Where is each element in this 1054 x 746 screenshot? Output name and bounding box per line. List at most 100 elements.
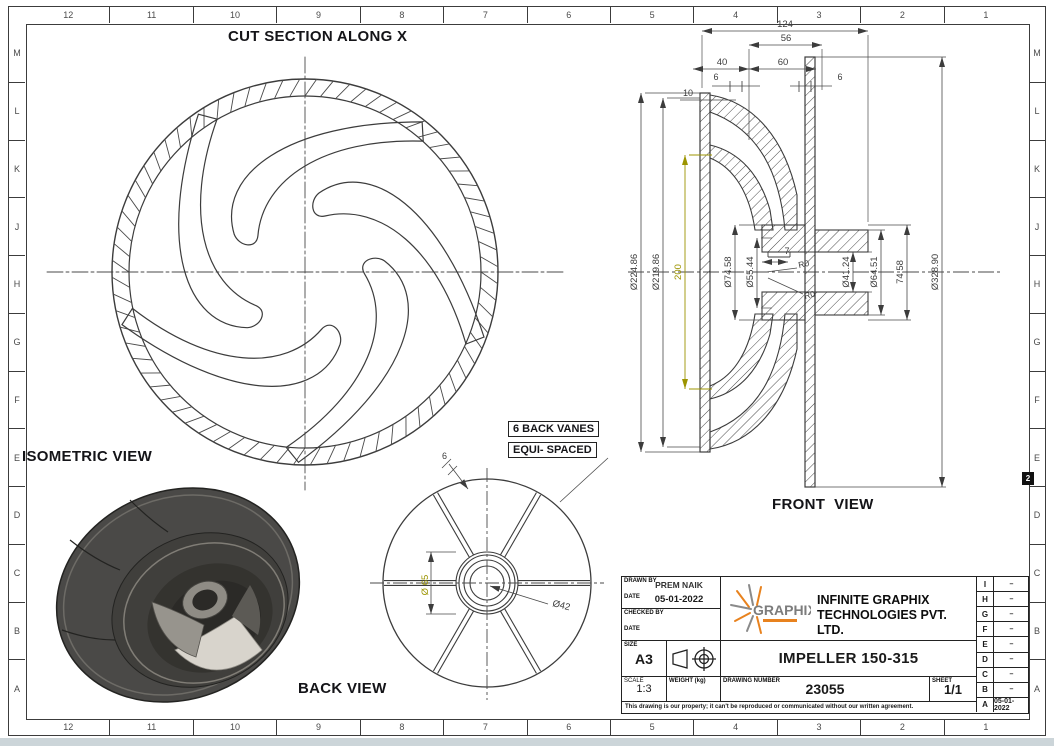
company-logo: GRAPHIX [730,584,811,634]
zone-label: C [1029,543,1045,602]
dim-hub-length: 74.58 [895,260,906,284]
zone-label: 3 [776,7,860,23]
zone-label: H [9,255,25,313]
revision-letter: C [977,667,994,682]
zone-label: G [9,312,25,371]
zone-label: 4 [693,7,776,23]
zone-label: 11 [109,719,192,735]
revision-letter: H [977,592,994,607]
zone-label: J [1029,197,1045,255]
revision-row: H – [977,592,1029,608]
zone-label: 1 [943,719,1027,735]
weight-label: WEIGHT (kg) [669,678,706,684]
revision-value: – [1009,671,1014,679]
back-view: Ø 65 Ø42 6 [370,451,609,700]
revision-value: – [1009,595,1014,603]
zone-label: 7 [443,719,526,735]
dim-eye-span: 200 [673,264,684,280]
zone-label: 12 [63,722,74,732]
zone-label: D [9,486,25,544]
dim-right-span: 60 [778,57,789,68]
revision-row: C – [977,667,1029,683]
drawn-date-value: 05-01-2022 [654,594,704,605]
projection-symbol [671,646,716,671]
dim-left-span: 40 [717,57,728,68]
zone-label: 2 [860,7,943,23]
revision-value: 05-01-2022 [994,697,1015,712]
revision-row: B – [977,682,1029,698]
dim-vane-thickness: 6 [442,451,447,461]
dim-key-width: 7 [784,246,789,256]
revision-value: – [1009,625,1014,633]
size-value: A3 [635,650,653,667]
size-label: SIZE [624,642,638,648]
dim-hub-diameter: Ø 65 [420,575,431,596]
isometric-title: ISOMETRIC VIEW [22,448,153,465]
isometric-view [55,487,301,703]
zone-label: L [9,81,25,140]
drawn-date-label: DATE [624,594,640,600]
back-vane-spokes [384,492,590,674]
dim-shroud-thickness: 10 [683,88,693,98]
revision-letter: A [977,697,994,712]
zone-label: 9 [276,7,359,23]
zone-label: 3 [776,719,860,735]
revision-value: – [1009,686,1014,694]
dim-lip-right: 6 [837,72,842,82]
fold-mark: 2 [1022,472,1034,485]
revision-letter: F [977,622,994,637]
zone-label: K [9,139,25,198]
revision-row: G – [977,607,1029,623]
dim-boss-diameter: Ø64.51 [869,256,880,287]
dim-radius-2: R0 [803,289,816,301]
revision-letter: E [977,637,994,652]
zone-label: E [9,428,25,486]
zone-label: D [1029,486,1045,544]
revision-row: F – [977,622,1029,638]
zone-label: 1 [943,7,1027,23]
checked-date-label: DATE [624,626,640,632]
zone-label: 6 [526,719,610,735]
zone-label: M [1033,48,1041,59]
dim-back-inner-diameter: Ø219.86 [651,254,662,290]
title-block: DRAWN BY PREM NAIK DATE 05-01-2022 CHECK… [621,576,1029,714]
zone-label: 5 [609,719,693,735]
zone-label: 12 [63,10,74,20]
zone-label: C [9,543,25,602]
zone-label: M [13,48,21,59]
revision-letter: B [977,682,994,697]
zone-label: B [1029,601,1045,660]
dim-shaft-diameter: Ø42 [551,598,571,613]
zone-label: 11 [109,7,192,23]
rim-hatch [111,78,499,466]
dim-radius-1: R0 [797,258,810,270]
zone-label: 8 [359,7,443,23]
cut-section-title: CUT SECTION ALONG X [228,28,408,45]
drawn-by-value: PREM NAIK [655,580,703,590]
zone-label: F [9,370,25,429]
zone-label: E [1029,428,1045,486]
disclaimer: This drawing is our property; it can't b… [622,701,976,712]
zone-label: 10 [192,719,276,735]
zone-label: F [1029,370,1045,429]
front-view-title: FRONT VIEW [772,496,874,513]
company-name-line1: INFINITE GRAPHIX [817,593,930,607]
zone-label: H [1029,255,1045,313]
revision-value: – [1009,610,1014,618]
sheet-label: SHEET [932,678,953,684]
revision-value: – [1009,656,1014,664]
number-label: DRAWING NUMBER [723,678,780,684]
dim-hub-span: 56 [781,33,792,44]
zone-label: A [1029,659,1045,717]
note-back-vanes: 6 BACK VANES [508,421,600,437]
front-view: Ø224.86 Ø219.86 200 Ø74.58 Ø55.44 7 R0 [628,19,1002,488]
zone-label: A [9,659,25,717]
dim-outer-diameter: Ø328.90 [930,254,941,290]
scale-value: 1:3 [636,683,652,695]
inner-border [26,24,1030,720]
sheet-value: 1/1 [943,681,963,697]
drawn-by-label: DRAWN BY [624,578,657,584]
